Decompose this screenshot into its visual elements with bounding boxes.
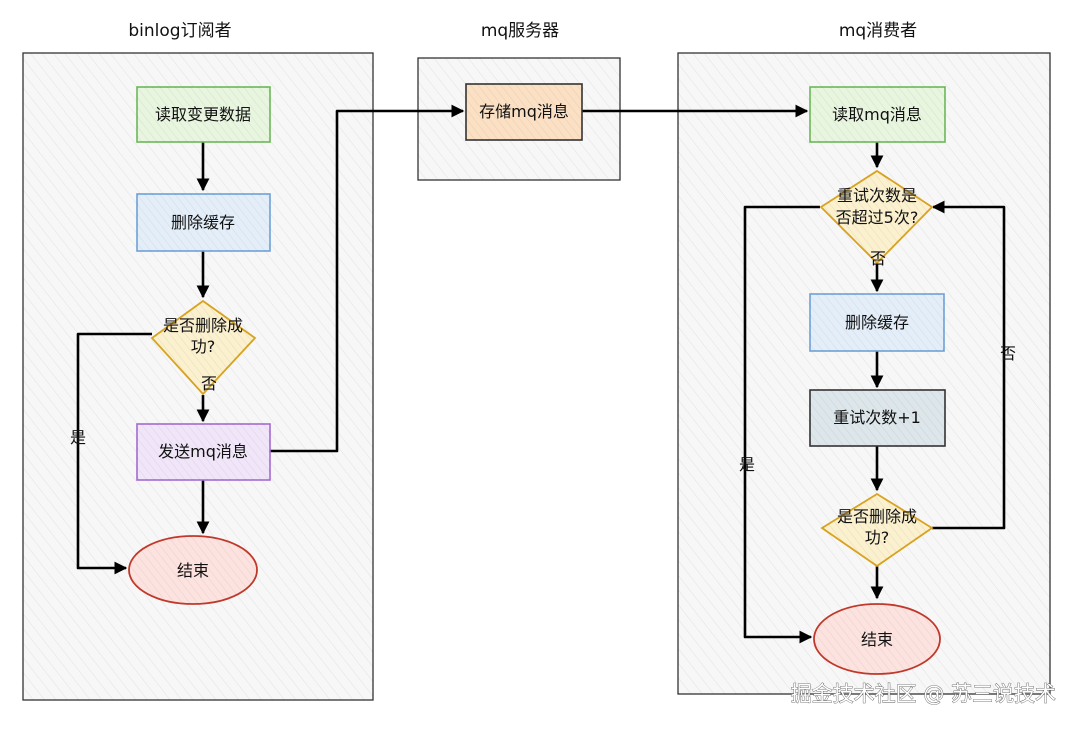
node-retry-increment: 重试次数+1	[809, 389, 946, 447]
lane-mq-consumer: mq消费者	[677, 21, 1051, 695]
lane-title-server: mq服务器	[481, 21, 559, 41]
lane-title-consumer: mq消费者	[839, 21, 917, 41]
edge-label-yes: 是	[739, 455, 755, 474]
node-label: 存储mq消息	[479, 102, 569, 121]
node-label: 重试次数+1	[833, 408, 921, 427]
edge-label-loop-no: 否	[1000, 344, 1016, 363]
decision-label-line2: 否超过5次?	[836, 208, 919, 227]
edge-check-yes-to-end	[76, 332, 152, 575]
node-label: 结束	[861, 630, 893, 649]
lane-mq-server: mq服务器	[417, 21, 621, 181]
node-label: 删除缓存	[171, 213, 235, 232]
edge-retry-check-yes-to-end	[743, 205, 820, 644]
node-label: 删除缓存	[845, 313, 909, 332]
lane-title-subscriber: binlog订阅者	[128, 21, 231, 41]
edges	[76, 104, 1006, 644]
edge-label-no: 否	[870, 249, 886, 268]
node-delete-cache-consumer: 删除缓存	[809, 293, 945, 352]
node-label: 读取变更数据	[155, 105, 251, 124]
decision-label-line2: 功?	[865, 528, 890, 547]
decision-label-line1: 是否删除成	[837, 507, 917, 526]
node-end-subscriber: 结束	[128, 535, 258, 605]
node-label: 结束	[177, 561, 209, 580]
edge-send-to-store	[270, 104, 465, 453]
node-end-consumer: 结束	[813, 603, 941, 675]
decision-delete-success: 是否删除成 功?	[150, 299, 257, 396]
decision-label-line2: 功?	[191, 337, 216, 356]
decision-label-line1: 重试次数是	[837, 186, 917, 205]
node-delete-cache: 删除缓存	[136, 193, 271, 252]
decision-label-line1: 是否删除成	[163, 316, 243, 335]
edge-check-no-loop	[931, 200, 1006, 530]
decision-retry-exceeded: 重试次数是 否超过5次?	[819, 169, 934, 265]
node-store-mq-message: 存储mq消息	[465, 83, 583, 141]
decision-delete-success-consumer: 是否删除成 功?	[820, 492, 934, 568]
node-read-change-data: 读取变更数据	[136, 86, 271, 143]
edge-label-no: 否	[201, 374, 217, 393]
watermark: 掘金技术社区 @ 苏三说技术	[791, 682, 1056, 706]
edge-label-yes: 是	[70, 428, 86, 447]
node-read-mq-message: 读取mq消息	[809, 86, 946, 143]
node-label: 发送mq消息	[158, 442, 248, 461]
node-label: 读取mq消息	[832, 105, 922, 124]
node-send-mq-message: 发送mq消息	[136, 423, 271, 481]
